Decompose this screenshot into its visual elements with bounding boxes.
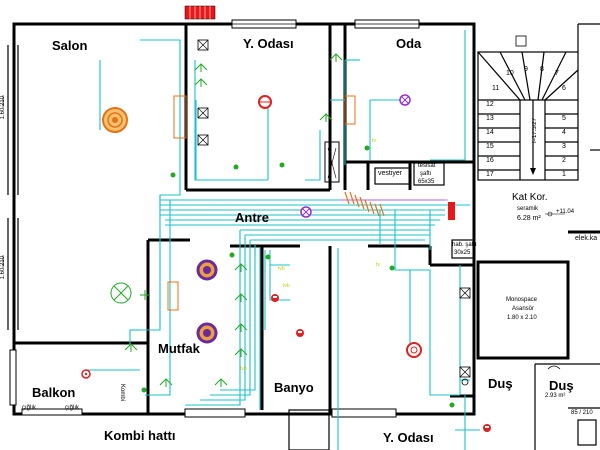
ciglik-label-2: çığlık [65,405,80,411]
stair-step-5: 5 [562,115,566,122]
stair-rise-label: t=17.5/27 [532,118,538,144]
stair-step-4: 4 [562,129,566,136]
room-label-dus-left: Duş [488,376,513,391]
stair-step-7: 7 [555,70,559,77]
hab-safti-label: hab. şaftı [452,242,477,248]
room-label-salon: Salon [52,38,88,53]
asansor-size-label: 1.80 x 2.10 [507,315,537,321]
dim-85-label: 85 / 210 [571,410,593,416]
tesisat-size-label: 65x35 [418,179,435,185]
stair-step-8: 8 [540,66,544,73]
dimension-ticks [2,95,565,370]
room-label-antre: Antre [235,210,269,225]
svg-text:tvb: tvb [278,266,285,272]
dim-left-label-2: 1.60 210 [0,256,6,280]
device-symbols [124,53,343,387]
room-label-kombi: Kombi hattı [104,428,176,443]
stair-step-17: 17 [486,171,494,178]
sockets [271,294,491,432]
svg-text:tv: tv [376,262,380,268]
dus-area-label: 2.93 m² [545,393,566,399]
room-label-dus-right: Duş [549,378,574,393]
distribution-panel [167,5,455,311]
stair-step-1: 1 [562,171,566,178]
stair-step-3: 3 [562,143,566,150]
kat-koridor-label: Kat Kor. [512,192,548,203]
yodasi-bottom-light-icon [406,342,422,358]
room-label-vestiyer: vestiyer [378,170,403,177]
stair-step-12: 12 [486,101,494,108]
windows [9,19,420,418]
staircase [477,23,600,181]
room-label-banyo: Banyo [274,380,314,395]
room-label-yodasi-top: Y. Odası [243,36,294,51]
stair-step-16: 16 [486,157,494,164]
stair-step-2: 2 [562,157,566,164]
svg-text:tvb: tvb [240,366,247,372]
socket-icon [461,378,469,386]
room-label-yodasi-bottom: Y. Odası [383,430,434,445]
elevation-label: +11.04 [556,209,575,215]
yellow-tags: tvb tvb tvb tv tv [240,138,380,372]
elek-ka-label: elek.ka [575,235,598,242]
tesisat-label: tesisat [418,163,436,169]
elevator [476,230,600,450]
stair-step-10: 10 [506,70,514,77]
room-label-oda: Oda [396,36,422,51]
seramik-label: seramik [517,206,539,212]
svg-text:tv: tv [372,138,376,144]
stair-step-15: 15 [486,143,494,150]
monospace-label: Monospace [506,297,538,303]
room-label-balkon: Balkon [32,385,76,400]
hab-size-label: 30x25 [454,250,471,256]
ciglik-label-1: çığlık [22,405,37,411]
stair-step-11: 11 [492,85,500,92]
cable-runs [85,30,480,450]
ceiling-lights [81,94,422,379]
interior-walls [14,24,476,450]
stair-step-6: 6 [562,85,566,92]
svg-text:tvb: tvb [283,283,290,289]
kat-area-label: 6.28 m² [517,215,541,222]
safti-label: şaftı [420,171,432,177]
kombi-small-label: Kombi [119,384,125,402]
stair-step-9: 9 [524,66,528,73]
room-label-mutfak: Mutfak [158,341,200,356]
asansor-label: Asansör [512,306,535,312]
stair-step-13: 13 [486,115,494,122]
dim-left-label-1: 1.60 210 [0,96,6,120]
switches [141,35,527,408]
stair-step-14: 14 [486,129,494,136]
